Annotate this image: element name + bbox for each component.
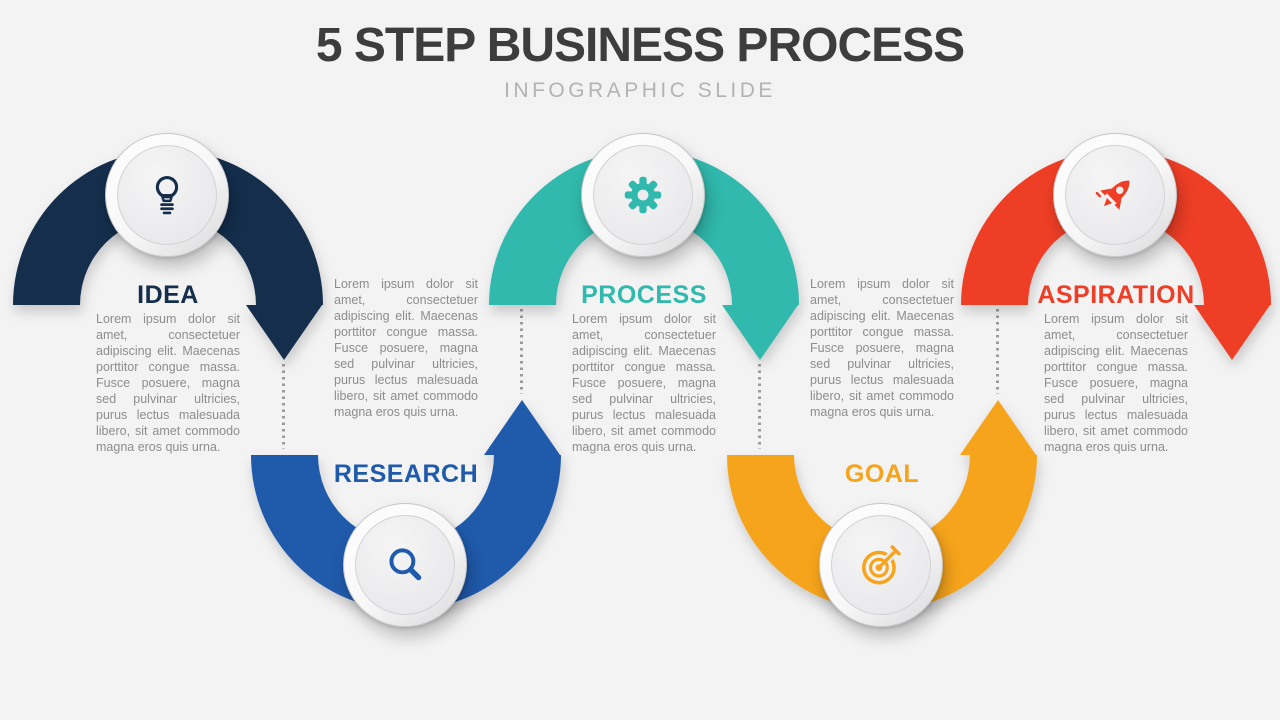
page-subtitle: INFOGRAPHIC SLIDE: [504, 79, 776, 102]
step-aspiration: ASPIRATION Lorem ipsum dolor sit amet, c…: [951, 0, 1280, 720]
step-description: Lorem ipsum dolor sit amet, consectetuer…: [810, 277, 954, 419]
connector-dotted-line: [758, 364, 761, 449]
idea-node: [105, 133, 229, 257]
rocket-icon: [1095, 180, 1130, 210]
step-title: ASPIRATION: [1037, 281, 1195, 309]
goal-node-inner: [831, 515, 931, 615]
step-description: Lorem ipsum dolor sit amet, consectetuer…: [334, 277, 478, 419]
step-title: GOAL: [844, 460, 920, 488]
slide-header: 5 STEP BUSINESS PROCESS INFOGRAPHIC SLID…: [0, 18, 1280, 103]
research-node: [343, 503, 467, 627]
step-title: IDEA: [137, 281, 199, 309]
step-research: RESEARCH Lorem ipsum dolor sit amet, con…: [241, 0, 571, 720]
step-description: Lorem ipsum dolor sit amet, consectetuer…: [96, 312, 240, 454]
aspiration-node: [1053, 133, 1177, 257]
magnifier-icon: [389, 548, 422, 581]
idea-arc-arrow: [13, 150, 323, 360]
gear-icon: [624, 176, 662, 214]
connector-dotted-line: [282, 364, 285, 449]
goal-arc-arrow: [727, 400, 1037, 610]
target-icon: [862, 545, 901, 585]
step-description: Lorem ipsum dolor sit amet, consectetuer…: [572, 312, 716, 454]
process-node: [581, 133, 705, 257]
process-arc-arrow: [489, 150, 799, 360]
connector-dotted-line: [520, 309, 523, 394]
aspiration-node-inner: [1065, 145, 1165, 245]
step-process: PROCESS Lorem ipsum dolor sit amet, cons…: [479, 0, 809, 720]
step-idea: IDEA Lorem ipsum dolor sit amet, consect…: [3, 0, 333, 720]
connector-dotted-line: [996, 309, 999, 394]
idea-node-inner: [117, 145, 217, 245]
step-title: PROCESS: [581, 281, 707, 309]
aspiration-arc-arrow: [961, 150, 1271, 360]
step-goal: GOAL Lorem ipsum dolor sit amet, consect…: [717, 0, 1047, 720]
research-arc-arrow: [251, 400, 561, 610]
step-description: Lorem ipsum dolor sit amet, consectetuer…: [1044, 312, 1188, 454]
goal-node: [819, 503, 943, 627]
process-node-inner: [593, 145, 693, 245]
step-title: RESEARCH: [333, 460, 479, 488]
lightbulb-icon: [155, 176, 179, 215]
research-node-inner: [355, 515, 455, 615]
page-title: 5 STEP BUSINESS PROCESS: [315, 19, 965, 72]
